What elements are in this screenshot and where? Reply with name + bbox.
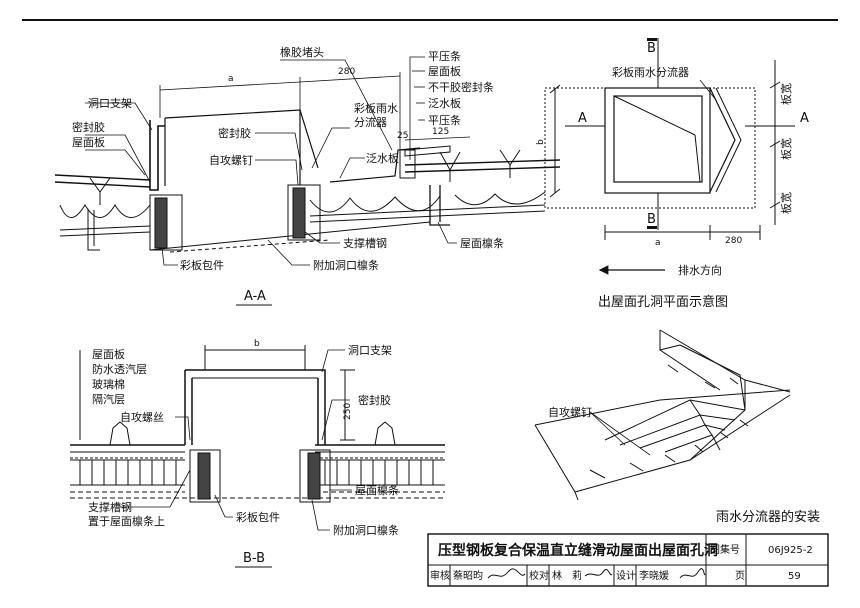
bb-section-title: B-B	[243, 551, 265, 566]
aa-label-extra-purlin: 附加洞口檩条	[313, 258, 379, 272]
plan-mark-b-bottom: B	[647, 212, 656, 227]
plan-mark-a-left: A	[578, 111, 587, 126]
plan-drain-direction: 排水方向	[678, 263, 722, 277]
plan-mark-b-bottom-bar	[647, 226, 657, 229]
install-screw-leader-2	[589, 411, 651, 456]
plan-dim-a: a	[655, 238, 661, 248]
plan-diverter-leader	[699, 79, 717, 101]
bb-label-opening-frame: 洞口支架	[348, 344, 392, 357]
check-signature	[584, 569, 613, 577]
design-signature	[679, 568, 706, 579]
aa-section-title: A-A	[244, 289, 266, 304]
aa-label-wrap: 彩板包件	[180, 258, 224, 272]
aa-dimension-a	[159, 77, 301, 118]
bb-dim-250: 250	[343, 403, 353, 420]
bb-label-vapor-barrier: 隔汽层	[92, 392, 125, 406]
install-isometric-drawing	[534, 329, 791, 501]
plan-drawing	[544, 38, 795, 240]
section-aa-drawing	[54, 109, 561, 253]
bb-label-wrap: 彩板包件	[236, 510, 280, 524]
aa-dimension-280	[299, 72, 401, 150]
aa-label-roof-panel-left: 屋面板	[72, 135, 105, 149]
aa-label-rubber-plug: 橡胶堵头	[280, 45, 324, 59]
check-name: 林 莉	[552, 569, 582, 582]
check-label: 校对	[529, 569, 549, 582]
aa-label-non-dry-seal: 不干胶密封条	[428, 80, 494, 94]
bb-label-channel-1: 支撑槽钢	[88, 500, 132, 514]
aa-dim-280: 280	[338, 67, 355, 77]
aa-label-diverter-1: 彩板雨水	[354, 101, 398, 115]
aa-dim-a: a	[228, 74, 234, 84]
aa-leaders	[85, 56, 457, 266]
plan-dim-b: b	[536, 139, 546, 145]
page-number: 59	[788, 571, 801, 582]
install-title: 雨水分流器的安装	[716, 509, 820, 525]
aa-dim-125: 125	[432, 127, 449, 137]
title-block-frame	[427, 533, 829, 587]
aa-label-purlin: 屋面檩条	[460, 236, 504, 250]
aa-label-press-strip-2: 平压条	[428, 113, 461, 127]
plan-dim-280: 280	[725, 236, 742, 246]
bb-label-extra-purlin: 附加洞口檩条	[333, 523, 399, 537]
aa-label-roof-panel-right: 屋面板	[428, 64, 461, 78]
aa-label-flashing-mid: 泛水板	[366, 151, 399, 165]
plan-mark-b-top: B	[647, 41, 656, 56]
bb-label-sealant: 密封胶	[358, 393, 391, 407]
aa-dim-25: 25	[397, 131, 408, 141]
drawing-title: 压型钢板复合保温直立缝滑动屋面出屋面孔洞	[438, 542, 718, 559]
bb-label-channel-2: 置于屋面檩条上	[88, 514, 165, 528]
plan-mark-b-top-bar	[647, 38, 657, 41]
install-screw-leader-1	[589, 411, 626, 446]
bb-label-roof-panel: 屋面板	[92, 347, 125, 361]
plan-width-label-2: 板宽	[779, 138, 793, 160]
bb-leaders	[120, 349, 352, 531]
design-label: 设计	[616, 569, 636, 582]
bb-dim-b: b	[254, 339, 260, 349]
atlas-label: 图集号	[710, 543, 740, 556]
aa-label-sealant-mid: 密封胶	[218, 126, 251, 140]
install-label-screw: 自攻螺钉	[548, 405, 592, 419]
aa-label-flashing-right: 泛水板	[428, 96, 461, 110]
plan-title: 出屋面孔洞平面示意图	[598, 294, 728, 310]
aa-label-diverter-2: 分流器	[354, 115, 387, 129]
bb-label-screw: 自攻螺丝	[120, 410, 164, 424]
aa-label-sealant-left: 密封胶	[72, 120, 105, 134]
review-name: 蔡昭昀	[453, 569, 483, 582]
design-name: 李晓媛	[639, 569, 669, 582]
page-label: 页	[735, 570, 745, 582]
plan-label-diverter: 彩板雨水分流器	[612, 65, 689, 79]
aa-label-opening-frame: 洞口支架	[88, 97, 132, 110]
atlas-number: 06J925-2	[768, 545, 813, 556]
aa-label-screw: 自攻螺钉	[209, 153, 253, 167]
aa-label-channel: 支撑槽钢	[343, 236, 387, 250]
section-bb-drawing	[70, 345, 445, 503]
bb-label-glass-wool: 玻璃棉	[92, 377, 125, 391]
aa-label-press-strip-1: 平压条	[428, 49, 461, 63]
bb-label-purlin: 屋面檩条	[355, 483, 399, 497]
plan-mark-a-right: A	[800, 111, 809, 126]
plan-width-label-3: 板宽	[779, 192, 793, 214]
plan-width-label-1: 板宽	[779, 83, 793, 105]
review-signature	[487, 568, 526, 579]
aa-dimension-125	[404, 136, 471, 141]
bb-label-vapor-permeable: 防水透汽层	[92, 362, 147, 376]
review-label: 审核	[430, 569, 450, 582]
